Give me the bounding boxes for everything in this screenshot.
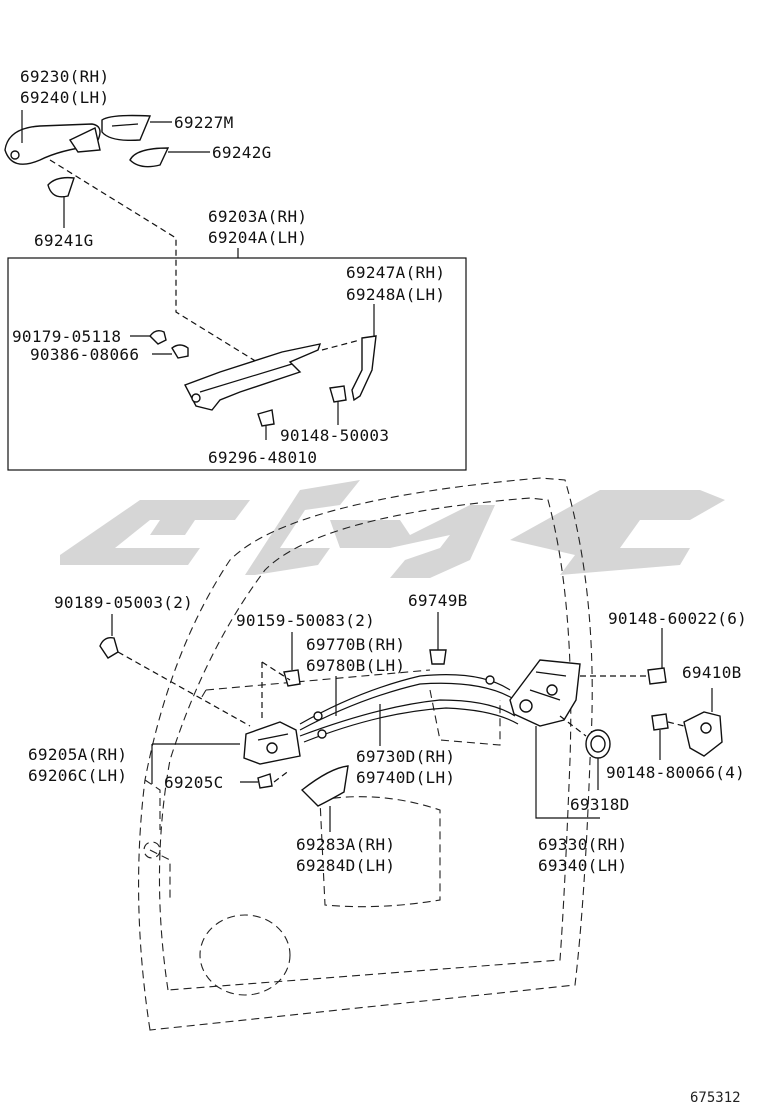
- label-69296: 69296-48010: [208, 448, 317, 467]
- cover-69283A: [300, 765, 349, 807]
- label-90148-80066: 90148-80066(4): [606, 763, 745, 782]
- door-lock: [509, 659, 581, 727]
- label-69248A: 69248A(LH): [346, 285, 445, 304]
- screw-90148-80066: [651, 713, 669, 731]
- label-69240: 69240(LH): [20, 88, 109, 107]
- diagram-id: 675312: [690, 1090, 741, 1106]
- label-69241G: 69241G: [34, 231, 94, 250]
- label-90189: 90189-05003(2): [54, 593, 193, 612]
- label-69749B: 69749B: [408, 591, 468, 610]
- clip-69749B: [429, 649, 447, 665]
- handle-gasket: [47, 176, 75, 198]
- label-69730D: 69730D(RH): [356, 747, 455, 766]
- label-69227M: 69227M: [174, 113, 234, 132]
- screw-90148-60022: [647, 667, 667, 685]
- bolt-small-2: [171, 344, 189, 359]
- label-69770B: 69770B(RH): [306, 635, 405, 654]
- label-69206C: 69206C(LH): [28, 766, 127, 785]
- bell-crank: [351, 335, 377, 402]
- label-69340: 69340(LH): [538, 856, 627, 875]
- handle-cover: [101, 114, 152, 142]
- label-69284D: 69284D(LH): [296, 856, 395, 875]
- label-90148-50003: 90148-50003: [280, 426, 389, 445]
- watermark-logo: [60, 480, 725, 578]
- label-90386: 90386-08066: [30, 345, 139, 364]
- clip-90189: [99, 636, 119, 659]
- lock-cables: [299, 674, 519, 743]
- screw-90148-50003: [329, 385, 347, 403]
- screw-69205C: [257, 773, 273, 789]
- door-outline: [138, 477, 593, 1031]
- screw-69296: [257, 409, 275, 440]
- label-69205C: 69205C: [164, 773, 224, 792]
- label-90179: 90179-05118: [12, 327, 121, 346]
- label-69247A: 69247A(RH): [346, 263, 445, 282]
- label-69740D: 69740D(LH): [356, 768, 455, 787]
- label-69780B: 69780B(LH): [306, 656, 405, 675]
- striker: [683, 711, 723, 757]
- handle-frame: [184, 343, 322, 411]
- label-69283A: 69283A(RH): [296, 835, 395, 854]
- label-69203A: 69203A(RH): [208, 207, 307, 226]
- label-69230: 69230(RH): [20, 67, 109, 86]
- handle-pad: [129, 147, 170, 168]
- label-90148-60022: 90148-60022(6): [608, 609, 747, 628]
- grommet-69318D: [585, 729, 611, 759]
- outside-handle: [4, 123, 101, 165]
- screw-90159: [283, 669, 301, 687]
- label-69330: 69330(RH): [538, 835, 627, 854]
- label-69205A: 69205A(RH): [28, 745, 127, 764]
- label-69410B: 69410B: [682, 663, 742, 682]
- frame-box: [7, 257, 467, 471]
- inside-handle: [243, 721, 301, 765]
- label-69318D: 69318D: [570, 795, 630, 814]
- label-90159: 90159-50083(2): [236, 611, 375, 630]
- label-69204A: 69204A(LH): [208, 228, 307, 247]
- label-69242G: 69242G: [212, 143, 272, 162]
- bolt-small-1: [149, 329, 167, 345]
